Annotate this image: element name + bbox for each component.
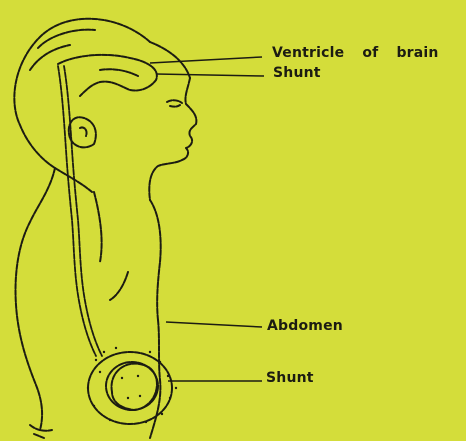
label-shunt-bottom: Shunt xyxy=(266,370,314,386)
label-brain-word: brain xyxy=(396,45,438,61)
label-abdomen: Abdomen xyxy=(267,318,343,334)
label-ventricle-of-brain: Ventricle of brain xyxy=(272,45,439,61)
label-shunt-top: Shunt xyxy=(273,65,321,81)
label-ventricle-word: Ventricle xyxy=(272,45,344,61)
label-of-word: of xyxy=(362,45,378,61)
